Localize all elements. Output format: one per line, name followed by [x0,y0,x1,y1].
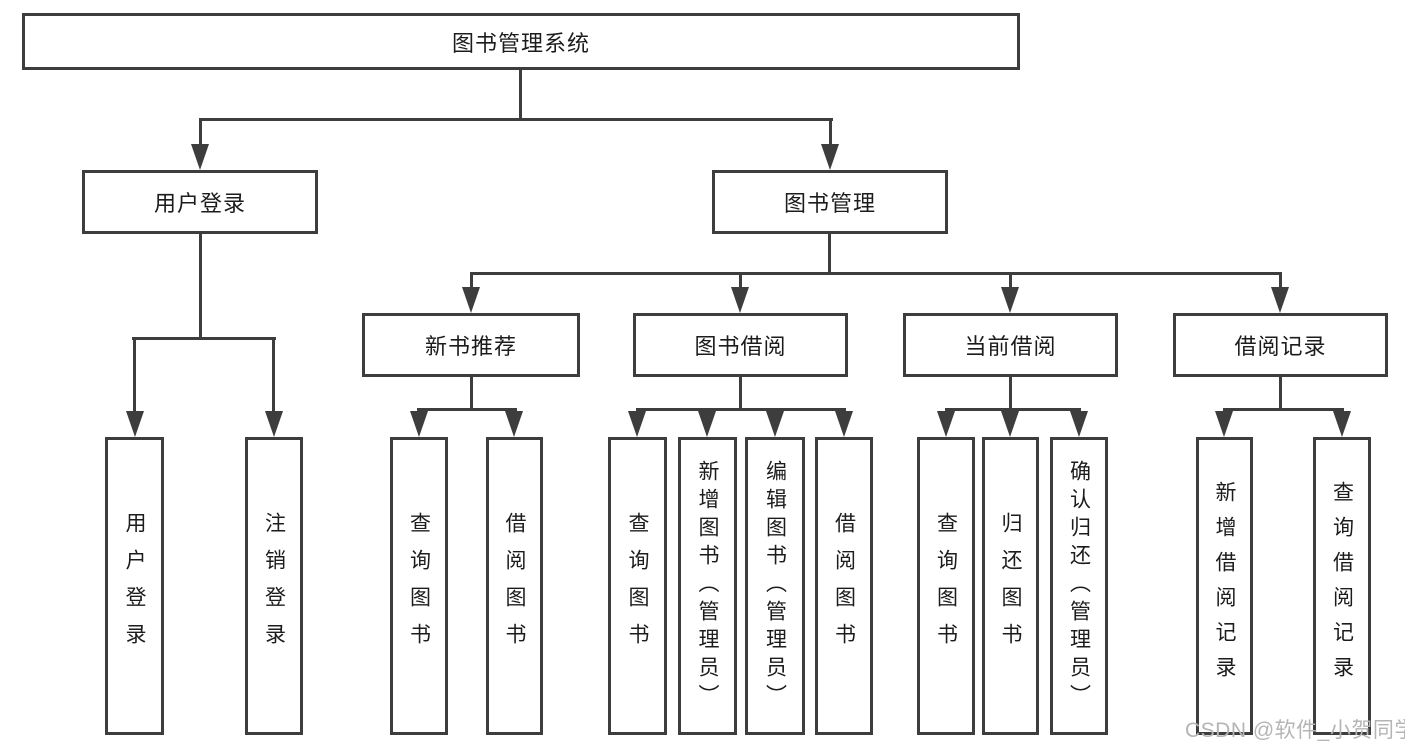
arrow-down-icon [126,411,144,437]
arrow-down-icon [628,411,646,437]
leaf-query-book: 查询图书 [917,437,975,735]
node-label: 新书推荐 [424,334,517,359]
leaf-add-book-admin: 新增图书（管理员） [678,437,737,735]
leaf-query-borrow-record: 查询借阅记录 [1313,437,1371,735]
node-book-management: 图书管理 [712,170,948,234]
node-user-login: 用户登录 [82,170,318,234]
connector-line [133,340,136,414]
connector-line [1279,377,1282,411]
node-label: 借阅图书 [832,512,856,660]
node-label: 借阅图书 [503,512,526,660]
arrow-down-icon [1333,411,1351,437]
leaf-return-book: 归还图书 [982,437,1039,735]
node-root: 图书管理系统 [22,13,1020,70]
leaf-confirm-return-admin: 确认归还（管理员） [1050,437,1108,735]
connector-line [132,337,276,340]
connector-line [470,377,473,411]
connector-line [945,408,1081,411]
connector-line [519,70,522,121]
node-label: 图书管理系统 [451,30,590,56]
arrow-down-icon [766,411,784,437]
arrow-down-icon [1001,411,1019,437]
arrow-down-icon [1215,411,1233,437]
connector-line [417,408,517,411]
arrow-down-icon [462,287,480,313]
node-label: 编辑图书（管理员） [763,460,787,712]
node-label: 注销登录 [262,512,286,660]
node-label: 新增借阅记录 [1213,481,1236,691]
arrow-down-icon [505,411,523,437]
node-label: 查询借阅记录 [1330,481,1354,691]
arrow-down-icon [821,144,839,170]
node-borrow-record: 借阅记录 [1173,313,1388,377]
node-label: 查询图书 [934,512,958,660]
leaf-borrow-book: 借阅图书 [486,437,543,735]
leaf-edit-book-admin: 编辑图书（管理员） [745,437,805,735]
arrow-down-icon [1001,287,1019,313]
leaf-user-login: 用户登录 [105,437,164,735]
connector-line [272,340,275,414]
arrow-down-icon [1070,411,1088,437]
node-label: 归还图书 [999,512,1022,660]
node-label: 确认归还（管理员） [1067,460,1091,712]
connector-line [739,377,742,411]
leaf-logout: 注销登录 [245,437,303,735]
node-label: 用户登录 [153,191,246,216]
leaf-borrow-book: 借阅图书 [815,437,873,735]
csdn-watermark: CSDN @软件_小贺同学 [1185,719,1405,742]
arrow-down-icon [835,411,853,437]
connector-line [470,272,1282,275]
node-label: 查询图书 [407,512,431,660]
leaf-query-book: 查询图书 [390,437,448,735]
node-label: 当前借阅 [964,334,1057,359]
arrow-down-icon [698,411,716,437]
arrow-down-icon [937,411,955,437]
node-label: 图书借阅 [694,334,787,359]
connector-line [470,275,473,290]
connector-line [199,234,202,340]
arrow-down-icon [191,144,209,170]
node-label: 查询图书 [626,512,649,660]
leaf-add-borrow-record: 新增借阅记录 [1196,437,1253,735]
arrow-down-icon [410,411,428,437]
connector-line [1009,275,1012,290]
arrow-down-icon [265,411,283,437]
node-current-borrow: 当前借阅 [903,313,1118,377]
connector-line [1223,408,1344,411]
node-label: 借阅记录 [1234,334,1327,359]
connector-line [828,234,831,275]
node-label: 用户登录 [123,512,146,660]
connector-line [739,275,742,290]
connector-line [829,121,832,151]
connector-line [1009,377,1012,411]
arrow-down-icon [731,287,749,313]
connector-line [636,408,846,411]
node-book-borrow: 图书借阅 [633,313,848,377]
connector-line [1279,275,1282,290]
node-label: 新增图书（管理员） [696,460,719,712]
connector-line [199,118,833,121]
arrow-down-icon [1271,287,1289,313]
connector-line [199,121,202,151]
node-label: 图书管理 [783,191,876,216]
node-new-book-recommend: 新书推荐 [362,313,580,377]
leaf-query-book: 查询图书 [608,437,667,735]
